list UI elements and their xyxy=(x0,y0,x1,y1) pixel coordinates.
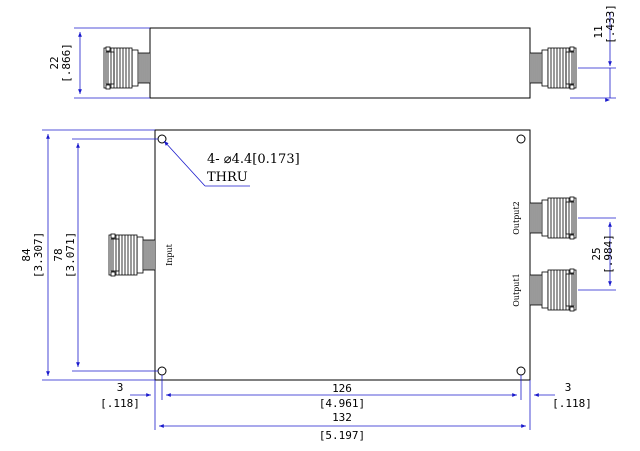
dim-hole-width-mm: 126 xyxy=(332,382,352,395)
output2-port-label: Output2 xyxy=(512,201,521,235)
side-view-body xyxy=(149,27,531,99)
dim-right-edge-in: [.118] xyxy=(552,397,592,410)
dim-total-width-in: [5.197] xyxy=(319,429,365,442)
dim-side-height-mm: 22 xyxy=(48,56,61,69)
dim-side-half: 11 [.433] xyxy=(570,4,617,99)
dim-hole-height-mm: 78 xyxy=(52,248,65,261)
dim-hole-width-in: [4.961] xyxy=(319,397,365,410)
dim-total-height: 84 [3.307] xyxy=(20,129,155,381)
dim-hole-height: 78 [3.071] xyxy=(52,138,158,372)
top-view-body xyxy=(154,129,531,381)
mount-hole-top-right xyxy=(516,134,526,144)
dim-total-height-in: [3.307] xyxy=(32,232,45,278)
hole-note: 4- ⌀4.4[0.173] xyxy=(207,152,300,167)
dim-side-half-mm: 11 xyxy=(592,25,605,38)
dim-port-spacing: 25 [.984] xyxy=(578,217,616,291)
top-view: Input Output2 Output1 xyxy=(108,129,577,381)
dim-side-height-in: [.866] xyxy=(60,43,73,83)
input-connector xyxy=(108,233,156,277)
dim-left-edge-in: [.118] xyxy=(100,397,140,410)
hole-callout: 4- ⌀4.4[0.173] THRU xyxy=(163,140,300,187)
input-port-label: Input xyxy=(165,243,174,266)
output1-port-label: Output1 xyxy=(512,273,521,307)
dim-right-edge-mm: 3 xyxy=(565,381,572,394)
dim-bottom: 126 [4.961] 132 [5.197] 3 [.118] 3 [.118… xyxy=(100,375,592,442)
dim-side-half-in: [.433] xyxy=(604,4,617,44)
side-input-connector xyxy=(103,46,151,90)
dim-total-width-mm: 132 xyxy=(332,411,352,424)
side-output-connector xyxy=(529,46,577,90)
thru-note: THRU xyxy=(207,170,248,185)
dim-hole-height-in: [3.071] xyxy=(64,232,77,278)
dim-total-height-mm: 84 xyxy=(20,248,33,262)
side-view xyxy=(103,27,577,99)
dim-side-height: 22 [.866] xyxy=(48,27,150,99)
dim-port-spacing-in: [.984] xyxy=(602,234,615,274)
output2-connector xyxy=(529,196,577,240)
dim-port-spacing-mm: 25 xyxy=(590,247,603,260)
dim-left-edge-mm: 3 xyxy=(117,381,124,394)
mount-hole-bottom-left xyxy=(157,366,167,376)
mount-hole-bottom-right xyxy=(516,366,526,376)
output1-connector xyxy=(529,268,577,312)
